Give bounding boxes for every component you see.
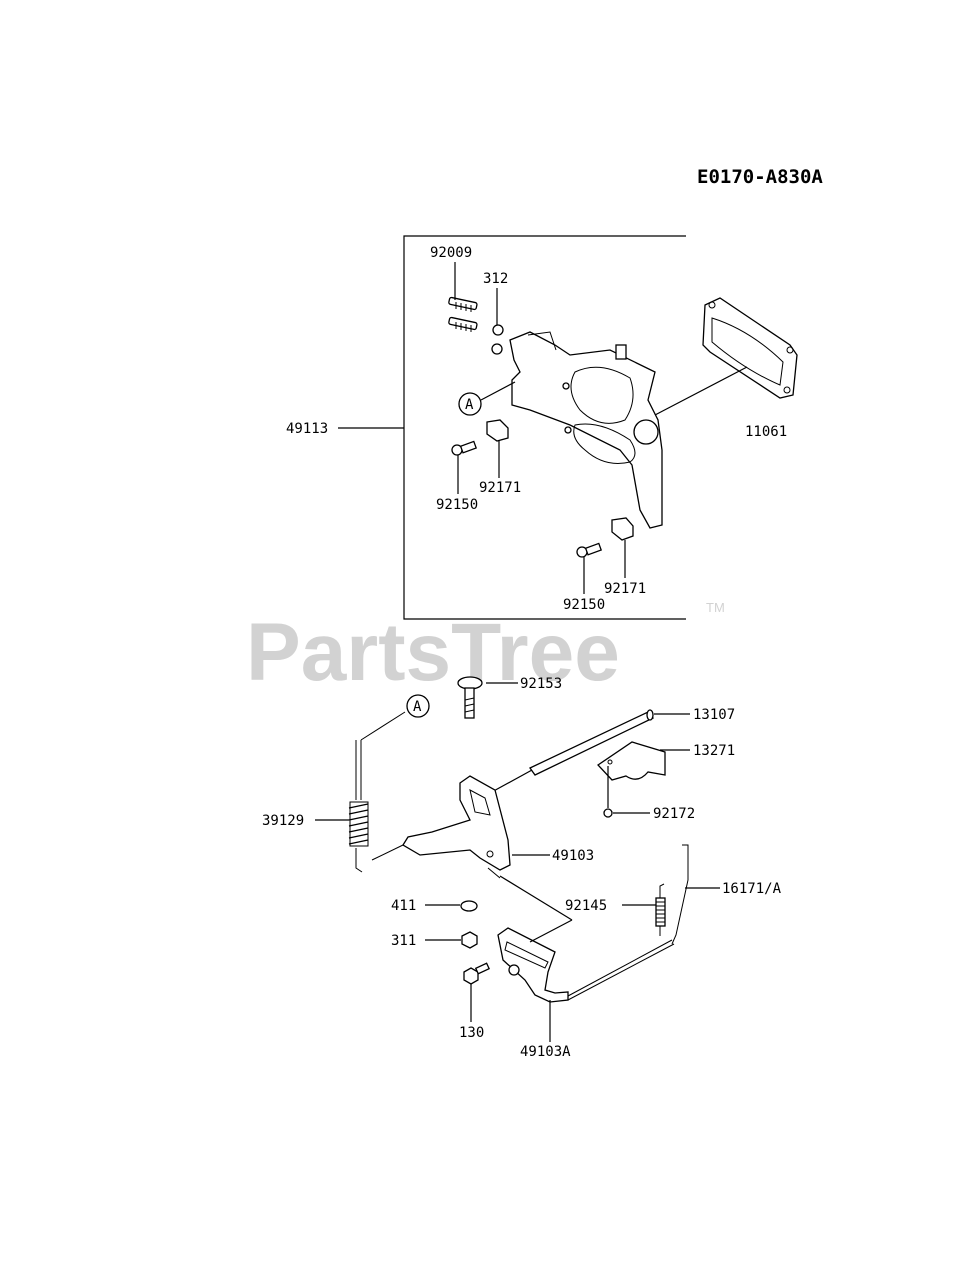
diagram-code: E0170-A830A	[697, 166, 823, 188]
control-plate-icon	[509, 331, 663, 529]
plate-13271-icon	[597, 741, 666, 781]
ref-marker-a-upper-label: A	[465, 397, 474, 413]
part-label-13107: 13107	[693, 707, 735, 723]
part-label-49103a: 49103A	[520, 1044, 571, 1060]
part-label-311: 311	[391, 933, 416, 949]
part-label-92145: 92145	[565, 898, 607, 914]
part-label-92150-lower: 92150	[563, 597, 605, 613]
part-label-49113: 49113	[286, 421, 328, 437]
bolt-130-icon	[463, 962, 491, 985]
part-label-92009: 92009	[430, 245, 472, 261]
part-label-92153: 92153	[520, 676, 562, 692]
part-label-16171-a: 16171/A	[722, 881, 782, 897]
screw-92172-icon	[603, 808, 613, 818]
nut-312-icon	[491, 324, 504, 355]
nut-311-icon	[461, 931, 478, 949]
part-label-411: 411	[391, 898, 416, 914]
shaft-13107-icon	[529, 709, 655, 776]
rod-16171-icon	[671, 844, 689, 945]
lever-49103a-icon	[497, 927, 675, 1003]
lever-49103-icon	[371, 775, 511, 879]
part-label-39129: 39129	[262, 813, 304, 829]
ref-marker-a-upper	[458, 392, 482, 416]
ref-marker-a-lower-label: A	[413, 699, 422, 715]
part-label-312: 312	[483, 271, 508, 287]
watermark: PartsTree	[246, 607, 620, 698]
gasket-11061-icon	[702, 297, 798, 399]
part-label-92171-lower: 92171	[604, 581, 646, 597]
part-label-92171-upper: 92171	[479, 480, 521, 496]
ref-marker-a-lower	[406, 694, 430, 718]
part-label-49103: 49103	[552, 848, 594, 864]
spring-39129-icon	[348, 711, 406, 873]
part-label-11061: 11061	[745, 424, 787, 440]
washer-411-icon	[460, 900, 478, 912]
part-label-92172: 92172	[653, 806, 695, 822]
screw-92009-icon	[448, 296, 478, 332]
part-label-13271: 13271	[693, 743, 735, 759]
part-label-130: 130	[459, 1025, 484, 1041]
part-label-92150-upper: 92150	[436, 497, 478, 513]
bolt-92153-icon	[457, 676, 483, 719]
bolt-92150-icon	[451, 440, 603, 558]
watermark-trademark: TM	[706, 600, 725, 615]
clip-92171-icon	[486, 419, 634, 541]
spring-92145-icon	[655, 883, 666, 936]
